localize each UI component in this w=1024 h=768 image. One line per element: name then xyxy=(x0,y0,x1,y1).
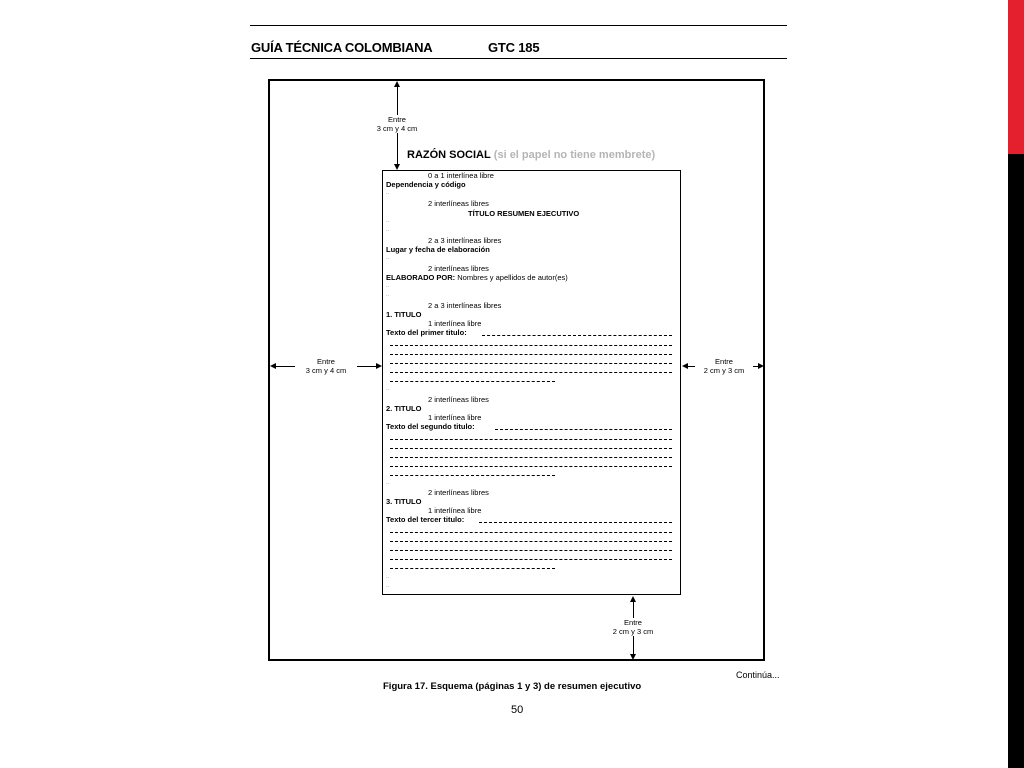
right-margin-arrow-left xyxy=(682,363,688,369)
spacing-note-4: 2 interlíneas libres xyxy=(428,264,489,273)
titulo-resumen: TÍTULO RESUMEN EJECUTIVO xyxy=(468,209,580,218)
texto-3-label: Texto del tercer titulo: xyxy=(386,515,465,524)
razon-social-label: RAZÓN SOCIAL xyxy=(407,149,491,161)
texto-2-label: Texto del segundo titulo: xyxy=(386,422,475,431)
razon-social-note: (si el papel no tiene membrete) xyxy=(493,149,656,161)
elaborado-por-value: Nombres y apellidos de autor(es) xyxy=(457,273,568,282)
bottom-margin-arrow-up xyxy=(630,596,636,602)
text-line xyxy=(390,550,672,551)
spacing-note-10: 1 interlínea libre xyxy=(428,506,482,515)
line-marker: .. xyxy=(386,574,390,580)
line-marker: .. xyxy=(386,190,390,196)
text-line xyxy=(390,363,672,364)
text-line xyxy=(390,439,672,440)
header-bottom-rule xyxy=(250,58,787,59)
figure-caption: Figura 17. Esquema (páginas 1 y 3) de re… xyxy=(383,681,642,692)
spacing-note-7: 2 interlíneas libres xyxy=(428,395,489,404)
spacing-note-5: 2 a 3 interlíneas libres xyxy=(428,301,502,310)
text-line xyxy=(390,532,672,533)
continua-note: Continúa... xyxy=(736,670,780,680)
line-marker: .. xyxy=(386,292,390,298)
dependencia-label: Dependencia y código xyxy=(386,180,466,189)
line-marker: .. xyxy=(386,255,390,261)
text-line xyxy=(390,345,672,346)
right-margin-arrow-right xyxy=(758,363,764,369)
line-marker: .. xyxy=(386,386,390,392)
text-line xyxy=(479,522,672,523)
line-marker: .. xyxy=(386,480,390,486)
titulo-3: 3. TITULO xyxy=(386,497,422,506)
spacing-note-9: 2 interlíneas libres xyxy=(428,488,489,497)
accent-bar-red xyxy=(1008,0,1024,154)
text-line xyxy=(390,354,672,355)
inner-page xyxy=(382,170,681,595)
spacing-note-6: 1 interlínea libre xyxy=(428,319,482,328)
left-margin-arrow-left xyxy=(270,363,276,369)
text-line xyxy=(390,568,555,569)
line-marker: .. xyxy=(386,227,390,233)
guide-title: GUÍA TÉCNICA COLOMBIANA xyxy=(251,40,433,55)
titulo-1: 1. TITULO xyxy=(386,310,422,319)
text-line xyxy=(390,475,555,476)
text-line xyxy=(495,429,672,430)
text-line xyxy=(482,335,672,336)
text-line xyxy=(390,448,672,449)
text-line xyxy=(390,541,672,542)
accent-bar-black xyxy=(1008,154,1024,768)
top-margin-arrow-up xyxy=(394,81,400,87)
bottom-margin-arrow-down xyxy=(630,654,636,660)
elaborado-por: ELABORADO POR: Nombres y apellidos de au… xyxy=(386,273,568,282)
text-line xyxy=(390,559,672,560)
elaborado-por-label: ELABORADO POR: xyxy=(386,273,456,282)
titulo-2: 2. TITULO xyxy=(386,404,422,413)
page-number: 50 xyxy=(511,704,524,716)
text-line xyxy=(390,372,672,373)
razon-social-heading: RAZÓN SOCIAL (si el papel no tiene membr… xyxy=(407,149,655,161)
texto-1-label: Texto del primer titulo: xyxy=(386,328,467,337)
header-top-rule xyxy=(250,25,787,26)
top-margin-arrow-down xyxy=(394,164,400,170)
line-marker: .. xyxy=(386,283,390,289)
line-marker: .. xyxy=(386,218,390,224)
lugar-fecha-label: Lugar y fecha de elaboración xyxy=(386,245,490,254)
spacing-note-1: 0 a 1 interlínea libre xyxy=(428,171,494,180)
sheet-frame xyxy=(268,79,765,661)
spacing-note-2: 2 interlíneas libres xyxy=(428,199,489,208)
line-marker: .. xyxy=(386,583,390,589)
text-line xyxy=(390,457,672,458)
spacing-note-8: 1 interlínea libre xyxy=(428,413,482,422)
text-line xyxy=(390,381,555,382)
left-margin-arrow-right xyxy=(376,363,382,369)
guide-code: GTC 185 xyxy=(488,40,540,55)
text-line xyxy=(390,466,672,467)
spacing-note-3: 2 a 3 interlíneas libres xyxy=(428,236,502,245)
